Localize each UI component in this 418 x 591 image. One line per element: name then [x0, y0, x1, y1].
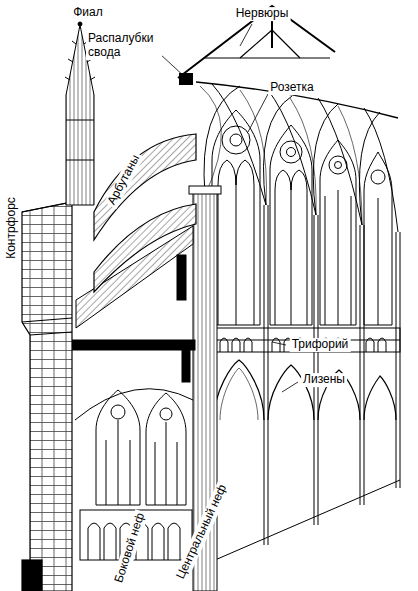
part-label: Лизены [301, 373, 347, 387]
clerestory-window-part [364, 152, 392, 325]
triforium [214, 328, 400, 352]
leader-line-part [240, 24, 252, 46]
aisle-roof-part [68, 340, 195, 350]
leader-line-part [248, 94, 268, 132]
triforium-part [220, 338, 386, 352]
vault-part [313, 104, 338, 215]
aisle-roof-part [177, 255, 186, 300]
roof-truss [178, 6, 335, 84]
clerestory-window-part [335, 162, 342, 169]
main-arcade-part [215, 480, 400, 560]
roof-truss-part [178, 6, 335, 78]
buttress-part [22, 560, 42, 591]
central-pier-part [189, 186, 221, 194]
leader-line-part [160, 54, 186, 78]
side-aisle-part [75, 389, 193, 420]
aisle-roof-part [182, 350, 190, 382]
lisenes-part [360, 225, 364, 505]
clerestory-window-part [280, 141, 302, 163]
part-label: Распалубки свода [86, 32, 162, 60]
part-label: Контрфорс [5, 195, 19, 261]
buttress [22, 202, 72, 591]
clerestory-window-part [218, 160, 254, 325]
buttress-part [22, 202, 72, 591]
roof-truss-part [240, 30, 300, 58]
main-arcade-part [214, 360, 264, 420]
triforium-part [214, 328, 400, 352]
clerestory-window-part [320, 140, 356, 325]
leader-line-part [282, 382, 298, 392]
side-aisle-part [146, 393, 186, 505]
part-label: Нервюры [234, 7, 291, 21]
roof-truss-part [205, 57, 330, 58]
leader-line-part [272, 342, 286, 345]
pinnacle-part [78, 22, 82, 26]
clerestory-window-part [270, 125, 312, 325]
buttress-part [22, 202, 72, 335]
part-label: Розетка [268, 81, 315, 95]
clerestory-window-part [371, 170, 385, 184]
roof-truss-part [180, 74, 192, 84]
vault-part [196, 82, 398, 118]
flying-buttress-part [94, 204, 196, 292]
clerestory-window-part [230, 134, 242, 146]
leader-line [160, 24, 298, 392]
clerestory-window [212, 110, 392, 325]
lisenes [205, 195, 400, 591]
vault [196, 82, 398, 232]
side-aisle-part [155, 422, 177, 505]
part-label: Фиал [71, 6, 105, 20]
side-aisle-part [96, 390, 140, 505]
part-label: Центральный неф [173, 481, 231, 584]
flying-buttress [94, 134, 196, 292]
side-aisle-part [160, 408, 172, 420]
clerestory-window-part [325, 190, 351, 325]
vault-part [263, 96, 292, 205]
clerestory-window-part [378, 198, 379, 325]
part-label: Арбутаны [104, 151, 144, 209]
side-aisle-part [106, 420, 130, 505]
lisenes-part [264, 205, 268, 545]
clerestory-window-part [329, 156, 347, 174]
vault-part [364, 108, 398, 232]
part-label: Боковой неф [112, 509, 149, 586]
lisenes-part [396, 232, 400, 488]
clerestory-window-part [275, 170, 307, 325]
part-label: Трифорий [290, 338, 351, 352]
main-arcade-part [220, 368, 258, 420]
clerestory-window-part [287, 148, 296, 157]
main-arcade [196, 190, 400, 591]
side-aisle-part [111, 405, 125, 419]
main-arcade-part [364, 376, 396, 420]
clerestory-window-part [212, 110, 260, 325]
lisenes-part [314, 215, 318, 525]
clerestory-window-part [222, 126, 250, 154]
